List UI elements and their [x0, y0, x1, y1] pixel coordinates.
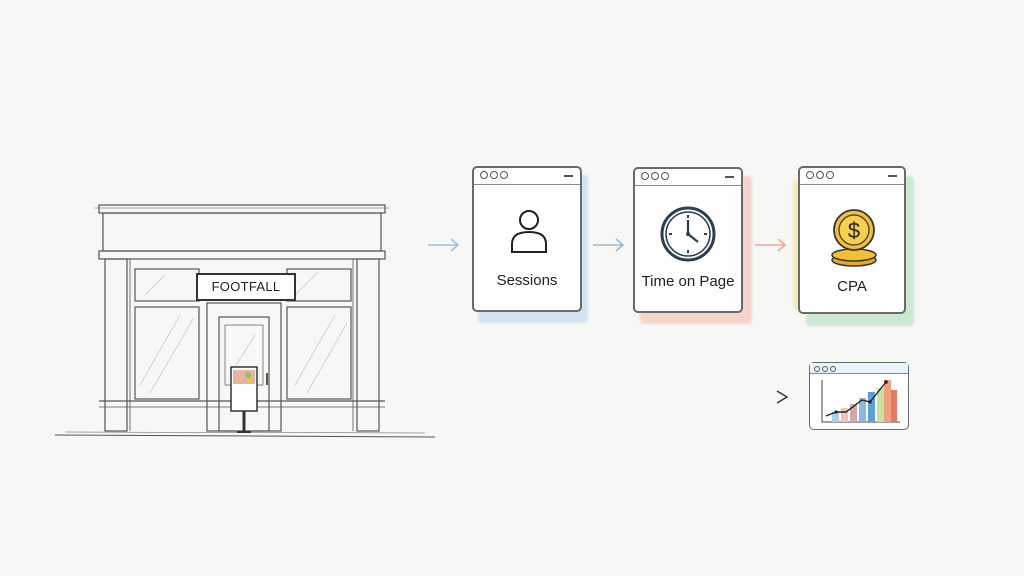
time-on-page-label: Time on Page [641, 273, 735, 290]
sessions-label: Sessions [496, 272, 558, 289]
time-on-page-card: Time on Page [633, 167, 743, 313]
arrow-right-icon [593, 238, 625, 252]
window-dots-icon [814, 364, 838, 374]
cpa-card: $ CPA [798, 166, 906, 314]
minimize-icon [725, 176, 734, 178]
footfall-sign: FOOTFALL [196, 273, 296, 301]
window-dots-icon [480, 171, 510, 181]
dollar-coin-icon: $ [831, 209, 877, 267]
storefront-sketch-icon [54, 204, 436, 438]
arrow-right-icon [428, 238, 460, 252]
long-arrow-right-icon [468, 390, 789, 404]
window-dots-icon [641, 172, 671, 182]
storefront: FOOTFALL [54, 195, 436, 445]
clock-icon [660, 206, 716, 262]
arrow-right-icon [755, 238, 787, 252]
minimize-icon [888, 175, 897, 177]
cpa-label: CPA [837, 278, 867, 295]
report-chart-window [809, 362, 909, 430]
window-dots-icon [806, 171, 836, 181]
minimize-icon [564, 175, 573, 177]
window-titlebar [810, 363, 908, 374]
window-titlebar [800, 168, 904, 185]
svg-text:$: $ [848, 218, 860, 243]
sessions-card: Sessions [472, 166, 582, 312]
window-titlebar [635, 169, 741, 186]
window-titlebar [474, 168, 580, 185]
user-icon [511, 210, 547, 253]
bar-line-chart-icon [821, 380, 900, 423]
